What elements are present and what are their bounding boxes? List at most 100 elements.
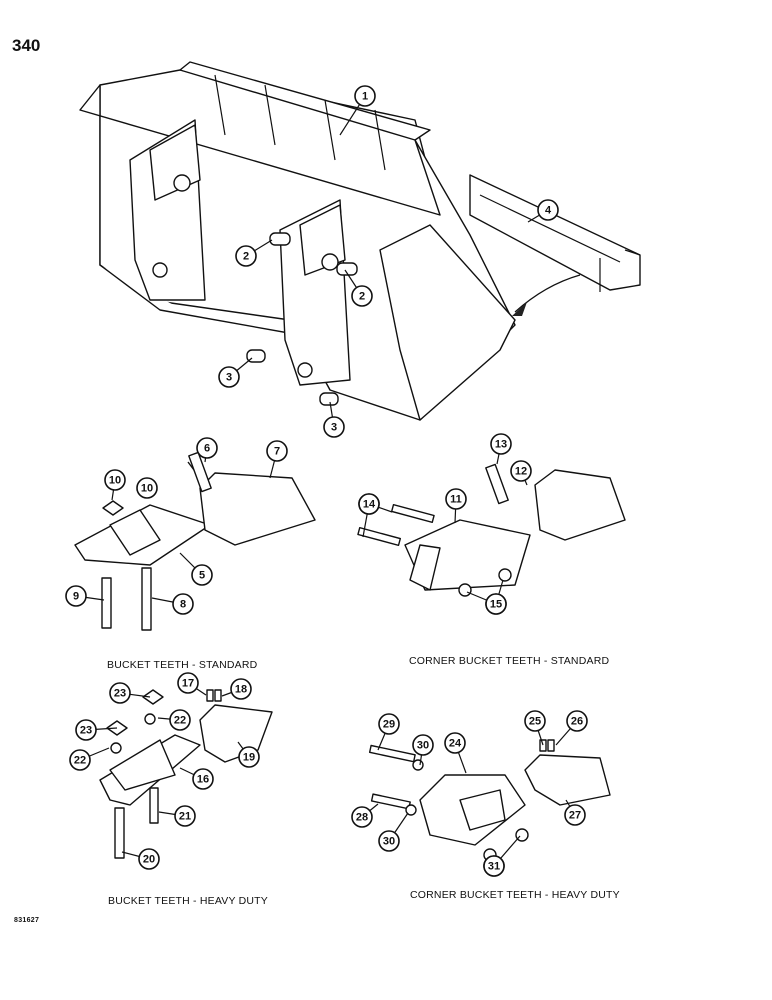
callout-number: 23 (114, 688, 126, 700)
callout-11: 11 (445, 488, 467, 524)
cutting-edge-bar (469, 174, 641, 292)
callout-2: 2 (235, 239, 273, 267)
callout-number: 7 (274, 446, 280, 458)
callout-number: 13 (495, 439, 507, 451)
callout-number: 21 (179, 811, 191, 823)
loader-bucket (79, 61, 516, 421)
callout-number: 30 (417, 740, 429, 752)
callout-27: 27 (564, 799, 586, 826)
callout-circle (323, 416, 345, 438)
callout-circle (354, 85, 376, 107)
callout-circle (69, 749, 91, 771)
callout-number: 20 (143, 854, 155, 866)
callout-number: 8 (180, 599, 186, 611)
caption-bucket-teeth-heavy-duty: BUCKET TEETH - HEAVY DUTY (108, 895, 269, 907)
assembly-arrow (514, 274, 581, 313)
corner-standard-adapter-group (357, 463, 626, 597)
callout-10: 10 (136, 477, 158, 499)
drawing-code: 831627 (14, 917, 40, 924)
callout-circle (490, 433, 512, 455)
callout-5: 5 (179, 552, 213, 586)
callout-number: 26 (571, 716, 583, 728)
callout-circle (136, 477, 158, 499)
callout-number: 15 (490, 599, 502, 611)
callout-number: 3 (226, 372, 232, 384)
callout-number: 29 (383, 719, 395, 731)
callout-9: 9 (65, 585, 105, 607)
callout-24: 24 (444, 732, 467, 774)
callout-number: 10 (141, 483, 153, 495)
callout-circle (524, 710, 546, 732)
callout-23: 23 (109, 682, 151, 704)
callout-1: 1 (339, 85, 376, 136)
callout-number: 31 (488, 861, 500, 873)
callout-number: 16 (197, 774, 209, 786)
callout-number: 24 (449, 738, 462, 750)
callout-7: 7 (266, 440, 288, 479)
callout-circle (564, 804, 586, 826)
callout-22: 22 (69, 747, 110, 771)
callout-circle (191, 564, 213, 586)
callout-circle (537, 199, 559, 221)
callout-circle (483, 855, 505, 877)
callout-circle (444, 732, 466, 754)
callout-circle (358, 493, 380, 515)
callout-circle (238, 746, 260, 768)
heavy-duty-adapter-group (99, 689, 273, 859)
callout-19: 19 (237, 741, 260, 768)
callout-29: 29 (377, 713, 400, 751)
callout-22: 22 (157, 709, 191, 731)
callout-31: 31 (483, 835, 521, 877)
callout-17: 17 (177, 672, 207, 696)
callout-number: 12 (515, 466, 527, 478)
callout-circle (230, 678, 252, 700)
callout-14: 14 (358, 493, 380, 538)
callout-20: 20 (121, 848, 160, 870)
callout-circle (174, 805, 196, 827)
callout-30: 30 (412, 734, 434, 766)
callout-circle (351, 806, 373, 828)
caption-bucket-teeth-standard: BUCKET TEETH - STANDARD (107, 659, 258, 671)
callout-number: 4 (545, 205, 552, 217)
callout-3: 3 (323, 401, 345, 438)
callout-4: 4 (527, 199, 559, 223)
callout-circle (351, 285, 373, 307)
caption-corner-bucket-teeth-heavy-duty: CORNER BUCKET TEETH - HEAVY DUTY (410, 889, 620, 901)
callout-25: 25 (524, 710, 546, 746)
callout-number: 25 (529, 716, 541, 728)
callout-number: 5 (199, 570, 205, 582)
callout-10: 10 (104, 469, 126, 501)
callout-circle (169, 709, 191, 731)
callout-number: 27 (569, 810, 581, 822)
callout-circle (109, 682, 131, 704)
callout-circle (138, 848, 160, 870)
callout-number: 19 (243, 752, 255, 764)
callout-26: 26 (555, 710, 588, 746)
callout-number: 17 (182, 678, 194, 690)
callout-2: 2 (344, 269, 373, 307)
callout-circle (510, 460, 532, 482)
corner-heavy-duty-adapter-group (368, 739, 611, 862)
callout-circle (177, 672, 199, 694)
page-number: 340 (12, 36, 41, 55)
callout-6: 6 (196, 437, 218, 463)
caption-corner-bucket-teeth-standard: CORNER BUCKET TEETH - STANDARD (409, 655, 610, 667)
callout-30: 30 (378, 812, 409, 852)
callout-number: 30 (383, 836, 395, 848)
callout-number: 14 (363, 499, 376, 511)
callout-circle (218, 366, 240, 388)
callout-circle (192, 768, 214, 790)
callout-18: 18 (221, 678, 252, 700)
callout-3: 3 (218, 357, 253, 388)
callout-circle (266, 440, 288, 462)
callout-circle (65, 585, 87, 607)
callout-number: 9 (73, 591, 79, 603)
callout-number: 11 (450, 494, 462, 506)
callout-12: 12 (510, 460, 532, 486)
callout-circle (196, 437, 218, 459)
callout-circle (378, 830, 400, 852)
arrow-head (512, 302, 527, 316)
callout-15: 15 (466, 591, 507, 615)
